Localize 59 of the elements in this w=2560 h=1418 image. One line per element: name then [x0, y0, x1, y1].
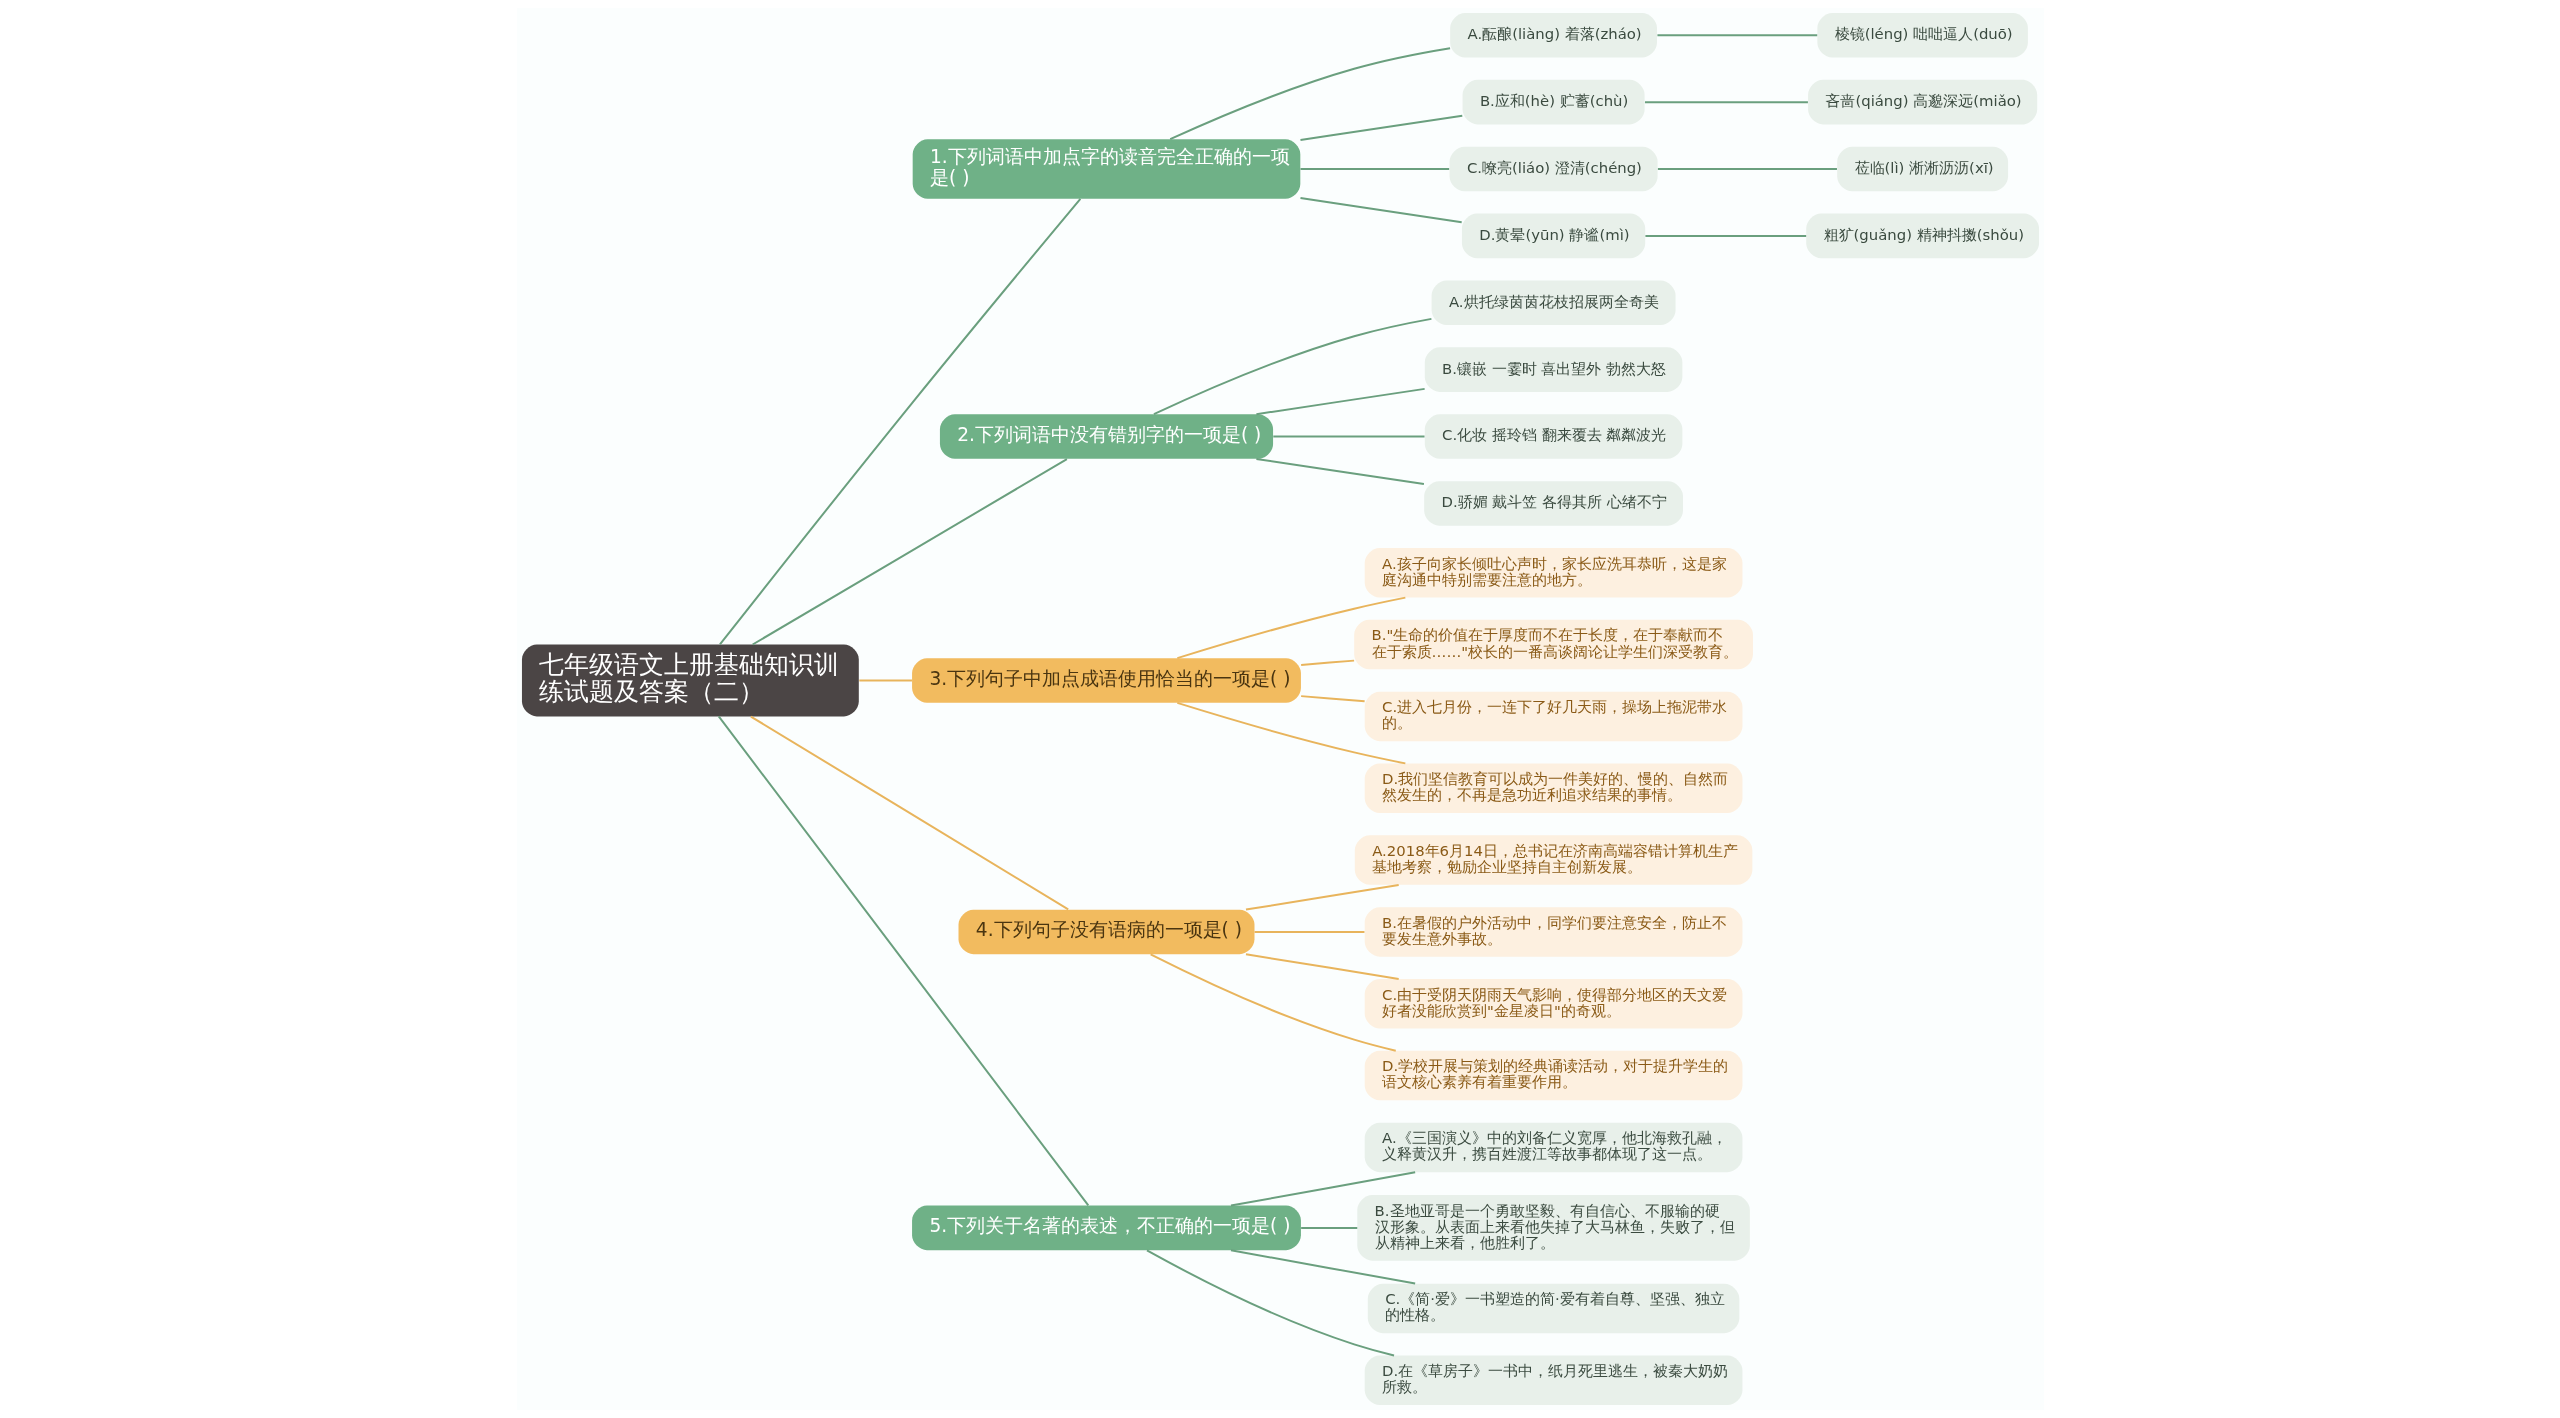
connector: [1145, 1249, 1395, 1357]
node-box: 棱镜(léng) 咄咄逼人(duō): [1816, 13, 2028, 58]
connector: [1175, 596, 1406, 660]
connector: [1299, 197, 1463, 224]
connector: [1643, 234, 1807, 237]
connector: [1149, 953, 1397, 1052]
node-box: A.烘托绿茵茵花枝招展两全奇美: [1431, 280, 1676, 326]
node-box: D.在《草房子》一书中，纸月死里逃生，被秦大奶奶所救。: [1364, 1355, 1742, 1405]
connector: [1271, 435, 1425, 438]
node-box: 3.下列句子中加点成语使用恰当的一项是( ): [911, 658, 1301, 703]
connector: [1299, 659, 1355, 666]
node-box: C.嘹亮(liáo) 澄清(chéng): [1449, 146, 1658, 192]
connector: [1152, 317, 1432, 416]
node-box: B.应和(hè) 贮蓄(chù): [1462, 79, 1645, 125]
connector: [1254, 387, 1426, 416]
connector: [1299, 168, 1450, 171]
node-box: A.《三国演义》中的刘备仁义宽厚，他北海救孔融，义释黄汉升，携百姓渡江等故事都体现了这一点。: [1364, 1122, 1742, 1173]
connector: [1244, 953, 1400, 980]
node-box: 莅临(lì) 淅淅沥沥(xī): [1836, 146, 2008, 192]
connector: [751, 458, 1068, 646]
node-box: 粗犷(guǎng) 精神抖擞(shǒu): [1805, 213, 2039, 259]
connector: [1168, 47, 1451, 141]
node-box: D.学校开展与策划的经典诵读活动，对于提升学生的语文核心素养有着重要作用。: [1364, 1050, 1742, 1101]
node-box: D.黄晕(yūn) 静谧(mì): [1461, 213, 1645, 259]
connector: [1254, 457, 1425, 486]
node-box: C.由于受阴天阴雨天气影响，使得部分地区的天文爱好者没能欣赏到"金星凌日"的奇观。: [1364, 979, 1742, 1029]
connector: [1299, 695, 1366, 703]
connector: [1299, 1226, 1358, 1229]
connector: [1244, 883, 1400, 911]
node-box: C.化妆 摇玲铛 翻来覆去 粼粼波光: [1424, 414, 1682, 459]
node-box: A.酝酿(liàng) 着落(zháo): [1449, 13, 1657, 58]
connector: [718, 197, 1081, 646]
node-box: 2.下列词语中没有错别字的一项是( ): [939, 414, 1273, 459]
node-box: 七年级语文上册基础知识训练试题及答案（二）: [521, 644, 859, 717]
connector: [857, 679, 913, 682]
node-box: B.圣地亚哥是一个勇敢坚毅、有自信心、不服输的硬汉形象。从表面上来看他失掉了大马林鱼，失败了，但从精神上来看，他胜利了。: [1356, 1195, 1750, 1261]
connector: [1253, 930, 1365, 933]
node-box: C.进入七月份，一连下了好几天雨，操场上拖泥带水的。: [1364, 691, 1742, 742]
node-box: B."生命的价值在于厚度而不在于长度，在于奉献而不在于索质……"校长的一番高谈阔论让学生们深受教育。: [1353, 619, 1753, 670]
connector: [1299, 114, 1463, 142]
connector: [1643, 101, 1809, 104]
node-box: 5.下列关于名著的表述，不正确的一项是( ): [911, 1205, 1301, 1251]
connector: [1229, 1171, 1416, 1207]
connector: [1656, 168, 1838, 171]
node-box: 4.下列句子没有语病的一项是( ): [958, 909, 1254, 955]
node-box: B.在暑假的户外活动中，同学们要注意安全，防止不要发生意外事故。: [1364, 907, 1742, 957]
node-box: 吝啬(qiáng) 高邈深远(miǎo): [1807, 79, 2037, 125]
connector: [1175, 701, 1406, 765]
connector: [1229, 1249, 1416, 1285]
node-box: A.2018年6月14日，总书记在济南高端容错计算机生产基地考察，勉励企业坚持自主创新发展。: [1354, 835, 1752, 885]
node-box: C.《简·爱》一书塑造的简·爱有着自尊、坚强、独立的性格。: [1367, 1283, 1739, 1334]
node-box: A.孩子向家长倾吐心声时，家长应洗耳恭听，这是家庭沟通中特别需要注意的地方。: [1364, 548, 1742, 598]
node-box: B.镶嵌 一霎时 喜出望外 勃然大怒: [1424, 347, 1682, 392]
node-box: 1.下列词语中加点字的读音完全正确的一项是( ): [912, 139, 1300, 199]
node-box: D.我们坚信教育可以成为一件美好的、慢的、自然而然发生的，不再是急功近利追求结果的事情。: [1364, 763, 1742, 814]
connector: [717, 715, 1089, 1207]
node-box: D.骄媚 戴斗笠 各得其所 心绪不宁: [1423, 481, 1683, 526]
connector: [749, 715, 1069, 911]
connector: [1655, 34, 1818, 37]
